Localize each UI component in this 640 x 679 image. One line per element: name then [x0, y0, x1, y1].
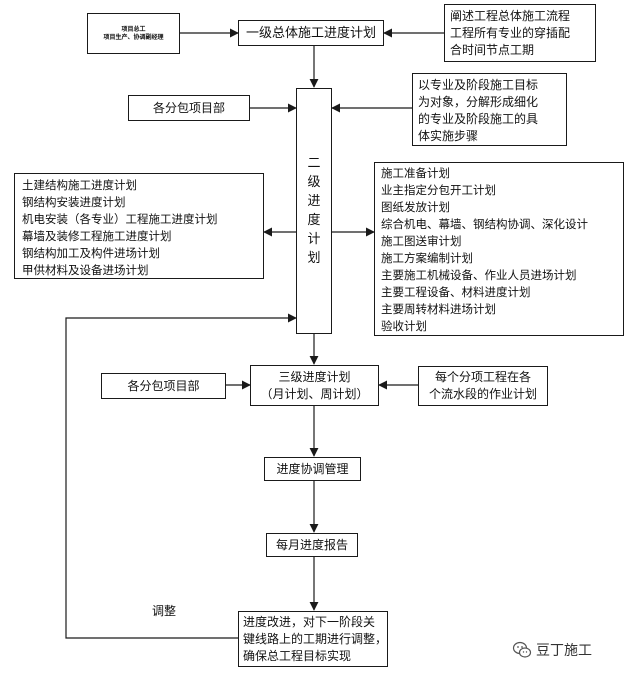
level3-plan-line-2: （月计划、周计划） — [260, 386, 369, 401]
right-plan-item: 施工方案编制计划 — [381, 251, 473, 265]
level2-desc-line-3: 的专业及阶段施工的具 — [418, 112, 539, 126]
left-plan-item: 幕墙及装修工程施工进度计划 — [22, 229, 172, 243]
improvement-box: 进度改进，对下一阶段关 键线路上的工期进行调整， 确保总工程目标实现 — [238, 611, 388, 667]
subcontractors-bottom-box: 各分包项目部 — [101, 373, 226, 399]
level3-description-box: 每个分项工程在各 个流水段的作业计划 — [418, 366, 548, 406]
level3-plan-line-1: 三级进度计划 — [278, 369, 351, 384]
wechat-icon — [512, 641, 532, 658]
watermark-text: 豆丁施工 — [536, 643, 592, 659]
level3-desc-line-2: 个流水段的作业计划 — [428, 387, 537, 401]
right-plan-item: 综合机电、幕墙、钢结构协调、深化设计 — [381, 217, 588, 231]
right-plan-item: 主要施工机械设备、作业人员进场计划 — [381, 268, 577, 282]
right-plan-item: 施工准备计划 — [381, 166, 450, 180]
level3-desc-line-1: 每个分项工程在各 — [434, 370, 531, 384]
level2-char-2: 级 — [307, 175, 321, 190]
level2-char-1: 二 — [307, 156, 321, 171]
left-plans-box: 土建结构施工进度计划 钢结构安装进度计划 机电安装（各专业）工程施工进度计划 幕… — [14, 173, 264, 279]
level2-char-5: 计 — [307, 232, 321, 247]
left-plan-item: 土建结构施工进度计划 — [22, 178, 137, 192]
improvement-line-1: 进度改进，对下一阶段关 — [243, 615, 376, 629]
level2-char-4: 度 — [307, 213, 321, 228]
project-office-box: 项目总工 项目生产、协调副经理 — [87, 13, 180, 54]
right-plans-box: 施工准备计划 业主指定分包开工计划 图纸发放计划 综合机电、幕墙、钢结构协调、深… — [374, 162, 624, 336]
level2-char-6: 划 — [307, 251, 321, 266]
monthly-report-label: 每月进度报告 — [275, 537, 348, 552]
right-plan-item: 主要工程设备、材料进度计划 — [381, 285, 531, 299]
improvement-line-2: 键线路上的工期进行调整， — [243, 632, 388, 646]
improvement-line-3: 确保总工程目标实现 — [243, 649, 352, 663]
project-office-line-2: 项目生产、协调副经理 — [103, 33, 164, 41]
subcontractors-bottom-label: 各分包项目部 — [127, 378, 200, 393]
right-plan-item: 验收计划 — [381, 319, 427, 333]
right-plan-item: 主要周转材料进场计划 — [381, 302, 496, 316]
left-plan-item: 钢结构加工及构件进场计划 — [22, 246, 160, 260]
level2-description-box: 以专业及阶段施工目标 为对象，分解形成细化 的专业及阶段施工的具 体实施步骤 — [412, 73, 567, 146]
level2-desc-line-4: 体实施步骤 — [418, 129, 479, 143]
level1-plan-label: 一级总体施工进度计划 — [245, 25, 376, 41]
level1-desc-line-1: 阐述工程总体施工流程 — [450, 9, 571, 23]
level2-plan-box: 二 级 进 度 计 划 — [296, 88, 332, 334]
right-plan-item: 施工图送审计划 — [381, 234, 462, 248]
coordination-label: 进度协调管理 — [276, 461, 349, 476]
left-plan-item: 甲供材料及设备进场计划 — [22, 263, 149, 277]
level1-description-box: 阐述工程总体施工流程 工程所有专业的穿插配 合时间节点工期 — [444, 4, 596, 62]
coordination-box: 进度协调管理 — [264, 457, 361, 481]
project-office-line-1: 项目总工 — [121, 25, 146, 33]
level2-desc-line-1: 以专业及阶段施工目标 — [418, 78, 539, 92]
watermark: 豆丁施工 — [512, 640, 592, 660]
monthly-report-box: 每月进度报告 — [266, 533, 358, 557]
left-plan-item: 机电安装（各专业）工程施工进度计划 — [22, 212, 218, 226]
right-plan-item: 图纸发放计划 — [381, 200, 450, 214]
subcontractors-top-box: 各分包项目部 — [128, 95, 250, 121]
subcontractors-top-label: 各分包项目部 — [152, 100, 225, 115]
left-plan-item: 钢结构安装进度计划 — [22, 195, 126, 209]
level2-desc-line-2: 为对象，分解形成细化 — [418, 95, 539, 109]
right-plan-item: 业主指定分包开工计划 — [381, 183, 496, 197]
feedback-label: 调整 — [152, 604, 177, 618]
level1-plan-box: 一级总体施工进度计划 — [238, 20, 384, 46]
feedback-arrow — [65, 313, 297, 639]
level1-desc-line-2: 工程所有专业的穿插配 — [450, 26, 571, 40]
level3-plan-box: 三级进度计划 （月计划、周计划） — [250, 365, 379, 406]
level2-char-3: 进 — [307, 194, 321, 209]
level1-desc-line-3: 合时间节点工期 — [450, 43, 535, 57]
